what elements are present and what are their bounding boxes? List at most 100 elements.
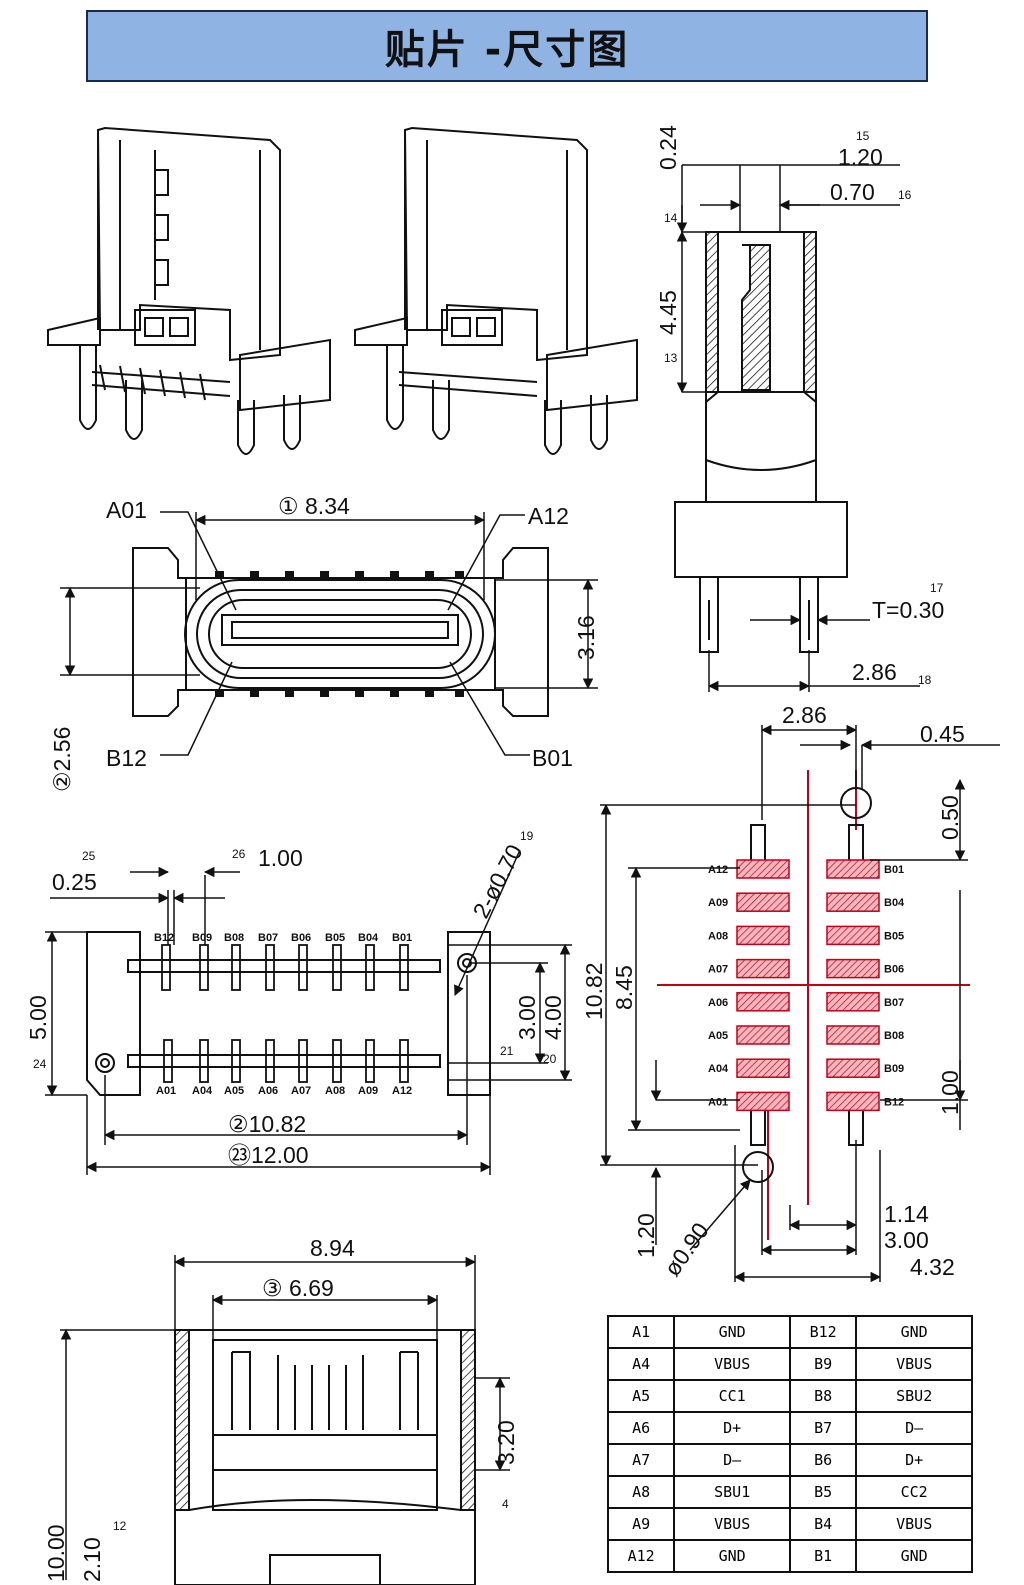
signal-cell: CC2: [855, 1475, 973, 1509]
top-view: 8.94 ③ 6.69 3.20 4 10.00 2.10 12: [43, 1235, 519, 1585]
dim-1000: 10.00: [43, 1524, 69, 1582]
callout-17: 17: [930, 581, 944, 595]
callout-12: 12: [113, 1519, 127, 1533]
dim-894: 8.94: [310, 1235, 355, 1261]
label-b01: B01: [532, 745, 573, 771]
pad-label-right: B01: [884, 864, 904, 876]
top-lead: [399, 944, 409, 991]
top-lead: [231, 944, 241, 991]
label-a01: A01: [106, 497, 147, 523]
isometric-views: [47, 126, 638, 455]
pin-id-cell: A9: [606, 1507, 676, 1541]
dim-t030: T=0.30: [872, 597, 944, 623]
smd-pad-left: [736, 1091, 790, 1112]
smd-pad-right: [826, 992, 880, 1012]
pad-label-left: A06: [708, 997, 728, 1009]
label-b12: B12: [106, 745, 147, 771]
dim-120-pcb: 1.20: [633, 1213, 659, 1258]
dim-845: 8.45: [611, 965, 637, 1010]
callout-13: 13: [664, 351, 678, 365]
pin-id-cell: B4: [788, 1507, 858, 1541]
pad-label-right: B08: [884, 1030, 904, 1042]
dim-300-pcb: 3.00: [884, 1227, 929, 1253]
smd-pad-right: [826, 1091, 880, 1112]
bottom-pin-label: A06: [258, 1085, 278, 1097]
smd-pad-left: [736, 958, 790, 979]
signal-cell: VBUS: [673, 1347, 791, 1381]
pin-id-cell: A8: [606, 1475, 676, 1509]
dim-1200: ㉓12.00: [228, 1142, 309, 1168]
top-lead: [199, 944, 209, 991]
dim-120: 1.20: [838, 144, 883, 170]
pin-id-cell: B5: [788, 1475, 858, 1509]
pin-id-cell: A1: [606, 1315, 676, 1349]
callout-14: 14: [664, 211, 678, 225]
dim-024: 0.24: [655, 125, 681, 170]
top-lead: [332, 944, 342, 991]
page-title: 贴片 -尺寸图: [384, 27, 630, 73]
pin-id-cell: A12: [606, 1539, 676, 1573]
top-pin-label: B05: [325, 932, 345, 944]
pad-label-right: B09: [884, 1063, 904, 1075]
pin-id-cell: B9: [788, 1347, 858, 1381]
pin-id-cell: B7: [788, 1411, 858, 1445]
dim-2-070: 2-ø0.70: [467, 840, 527, 922]
signal-cell: SBU2: [855, 1379, 973, 1413]
callout-24: 24: [33, 1057, 47, 1071]
bottom-lead: [265, 1039, 275, 1083]
smd-pad-right: [826, 892, 880, 912]
dim-500: 5.00: [25, 995, 51, 1040]
pad-label-right: B06: [884, 964, 904, 976]
bottom-pin-label: A09: [358, 1085, 378, 1097]
dim-669: ③ 6.69: [262, 1275, 334, 1301]
signal-cell: D+: [673, 1411, 791, 1445]
pin-id-cell: A7: [606, 1443, 676, 1477]
dim-400: 4.00: [540, 995, 566, 1040]
signal-cell: VBUS: [673, 1507, 791, 1541]
dim-1082-pcb: 10.82: [581, 962, 607, 1020]
dim-432: 4.32: [910, 1254, 955, 1280]
signal-cell: GND: [673, 1539, 791, 1573]
pin-id-cell: A4: [606, 1347, 676, 1381]
bottom-leads: [161, 944, 409, 1083]
signal-cell: VBUS: [855, 1507, 973, 1541]
smd-pad-right: [826, 958, 880, 979]
dim-286-side: 2.86: [852, 659, 897, 685]
pad-label-left: A05: [708, 1030, 728, 1042]
top-lead: [161, 944, 171, 991]
bottom-pin-label: A04: [192, 1085, 213, 1097]
bottom-lead: [332, 1039, 342, 1083]
smd-pad-right: [826, 1025, 880, 1045]
signal-cell: D+: [855, 1443, 973, 1477]
pad-label-left: A04: [708, 1063, 729, 1075]
bottom-lead: [163, 1039, 173, 1083]
bottom-lead: [298, 1039, 308, 1083]
dim-316: 3.16: [573, 615, 599, 660]
dim-114: 1.14: [884, 1201, 929, 1227]
smd-pad-right: [826, 925, 880, 946]
dim-210: 2.10: [79, 1537, 105, 1582]
signal-cell: D–: [855, 1411, 973, 1445]
dim-090: ø0.90: [659, 1218, 714, 1281]
dim-445: 4.45: [655, 290, 681, 335]
bottom-pin-label: A08: [325, 1085, 345, 1097]
callout-15: 15: [856, 129, 870, 143]
dim-256: ②2.56: [49, 727, 75, 792]
top-pin-label: B01: [392, 932, 412, 944]
bottom-pin-label: A07: [291, 1085, 311, 1097]
smd-pad-right: [826, 1058, 880, 1078]
pin-id-cell: A5: [606, 1379, 676, 1413]
dim-834: ① 8.34: [278, 493, 350, 519]
smd-pads: A12A09A08A07A06A05A04A01B01B04B05B06B07B…: [708, 859, 905, 1112]
top-pin-label: B04: [358, 932, 379, 944]
signal-cell: CC1: [673, 1379, 791, 1413]
smd-pad-right: [826, 859, 880, 879]
label-a12: A12: [528, 503, 569, 529]
